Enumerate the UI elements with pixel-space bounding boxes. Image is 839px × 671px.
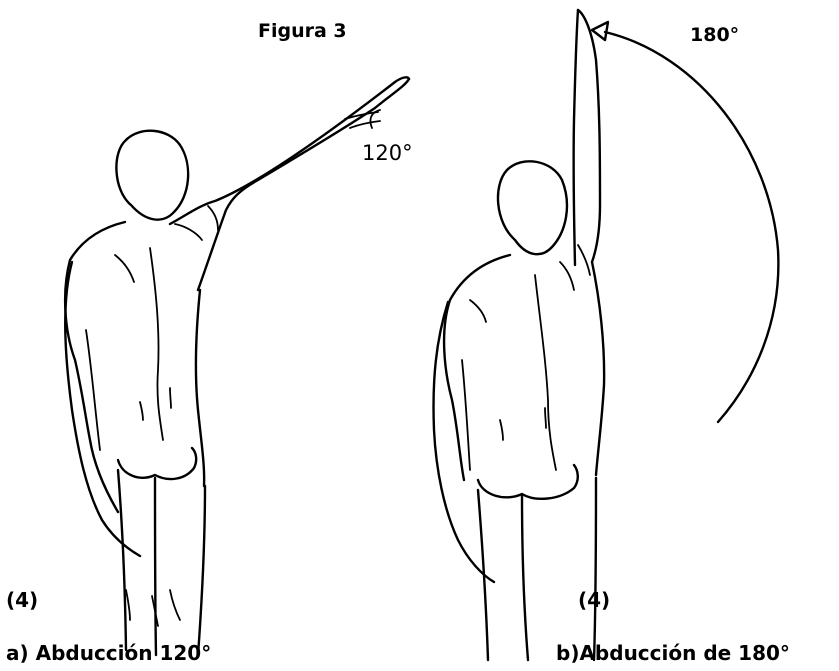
figure-b-left-side: [444, 255, 510, 480]
caption-b: b)Abducción de 180°: [556, 643, 790, 663]
figure-a-body: [65, 77, 409, 655]
angle-label-120: 120°: [362, 143, 413, 164]
figure-b-right-side: [592, 262, 604, 475]
reference-b: (4): [578, 590, 610, 610]
figure-a-head: [116, 131, 188, 220]
angle-180-arrowhead: [592, 22, 608, 40]
figure-a-left-side: [65, 222, 125, 512]
figure-b-arm-left-edge: [574, 10, 578, 265]
figure-b-arm-right-edge: [578, 10, 600, 262]
figure-b-legs: [478, 478, 596, 660]
figure-b-buttocks: [478, 465, 578, 499]
figure-title: Figura 3: [258, 22, 347, 41]
reference-a: (4): [6, 590, 38, 610]
figure-a-buttocks: [118, 448, 196, 479]
figure-a-left-arm: [65, 262, 140, 556]
caption-a: a) Abducción 120°: [6, 643, 211, 663]
angle-180-arc: [605, 32, 778, 422]
figure-b-left-arm: [434, 302, 494, 582]
figure-a-spine: [150, 248, 163, 440]
figure-b-body: [434, 10, 605, 660]
figure-b-head: [498, 161, 567, 254]
figure-a-legs: [118, 470, 205, 655]
figure-b-spine: [535, 275, 556, 470]
angle-label-180: 180°: [690, 26, 739, 45]
